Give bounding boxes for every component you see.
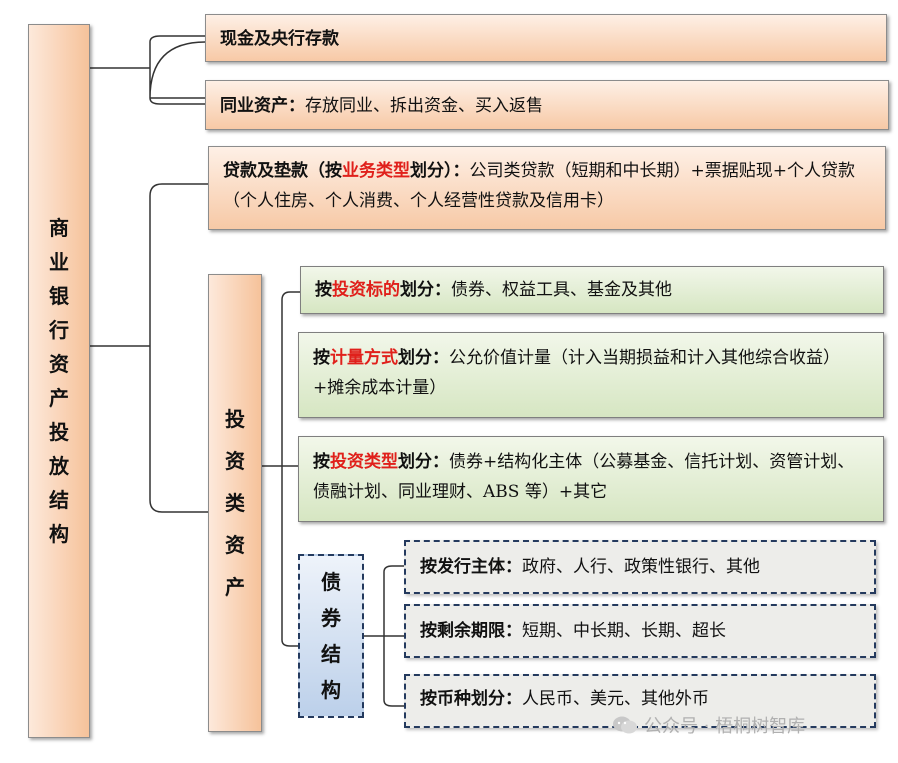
root-char: 商 <box>49 216 69 240</box>
item-post: 划分 <box>398 348 432 368</box>
invest-char: 投 <box>225 407 245 431</box>
root-char: 行 <box>49 318 69 342</box>
root-char: 资 <box>49 352 69 376</box>
node-interbank-text: 存放同业、拆出资金、买入返售 <box>305 96 543 116</box>
item-pre: 按 <box>315 280 332 300</box>
node-bond: 债 券 结 构 <box>298 554 364 718</box>
colon: ： <box>505 621 522 641</box>
item-pre: 按发行主体 <box>420 557 505 577</box>
bond-char: 结 <box>321 642 341 666</box>
invest-char: 产 <box>225 575 245 599</box>
invest-char: 资 <box>225 533 245 557</box>
node-cash-label: 现金及央行存款 <box>220 29 339 49</box>
node-invest: 投 资 类 资 产 <box>208 274 262 732</box>
node-invest-measure: 按计量方式划分：公允价值计量（计入当期损益和计入其他综合收益）+摊余成本计量） <box>298 332 884 418</box>
connector-bond <box>364 565 404 707</box>
colon: ： <box>505 689 522 709</box>
root-char: 银 <box>49 284 69 308</box>
item-pre: 按剩余期限 <box>420 621 505 641</box>
root-char: 业 <box>49 250 69 274</box>
bond-char: 债 <box>321 570 341 594</box>
item-highlight: 投资标的 <box>332 280 400 300</box>
item-pre: 按 <box>313 348 330 368</box>
node-bond-issuer: 按发行主体：政府、人行、政策性银行、其他 <box>404 540 876 594</box>
colon: ： <box>505 557 522 577</box>
root-char: 结 <box>49 488 69 512</box>
node-loans-highlight: 业务类型 <box>342 161 410 181</box>
node-loans-text: 公司类贷款（短期和中长期）+票据贴现+个人贷款（个人住房、个人消费、个人经营性贷… <box>223 161 855 211</box>
root-char: 产 <box>49 386 69 410</box>
node-invest-type: 按投资类型划分：债券+结构化主体（公募基金、信托计划、资管计划、债融计划、同业理… <box>298 436 884 522</box>
item-post: 划分 <box>398 452 432 472</box>
item-pre: 按 <box>313 452 330 472</box>
connector-root-lower <box>90 183 208 513</box>
node-bond-currency: 按币种划分：人民币、美元、其他外币 <box>404 674 876 728</box>
item-text: 人民币、美元、其他外币 <box>522 689 709 709</box>
node-bond-maturity: 按剩余期限：短期、中长期、长期、超长 <box>404 604 876 658</box>
bond-char: 券 <box>321 606 341 630</box>
colon: ： <box>434 280 451 300</box>
root-char: 投 <box>49 420 69 444</box>
root-char: 放 <box>49 454 69 478</box>
node-invest-target: 按投资标的划分：债券、权益工具、基金及其他 <box>300 266 884 314</box>
invest-char: 资 <box>225 449 245 473</box>
bond-char: 构 <box>321 678 341 702</box>
connector-root-top <box>90 41 206 99</box>
item-highlight: 计量方式 <box>330 348 398 368</box>
node-interbank-label: 同业资产 <box>220 96 288 116</box>
node-loans: 贷款及垫款（按业务类型划分）：公司类贷款（短期和中长期）+票据贴现+个人贷款（个… <box>208 146 886 230</box>
item-text: 短期、中长期、长期、超长 <box>522 621 726 641</box>
root-char: 构 <box>49 522 69 546</box>
node-loans-post: 划分） <box>410 161 453 181</box>
item-text: 债券+结构化主体（公募基金、信托计划、资管计划、债融计划、同业理财、ABS 等）… <box>313 452 855 502</box>
connector-invest <box>262 291 300 647</box>
node-interbank: 同业资产：存放同业、拆出资金、买入返售 <box>205 80 889 130</box>
root-node: 商 业 银 行 资 产 投 放 结 构 <box>28 24 90 738</box>
colon: ： <box>452 161 470 181</box>
node-cash: 现金及央行存款 <box>205 14 887 62</box>
node-loans-pre: 贷款及垫款（按 <box>223 161 342 181</box>
item-pre: 按币种划分 <box>420 689 505 709</box>
invest-char: 类 <box>225 491 245 515</box>
colon: ： <box>288 96 305 116</box>
watermark: 公众号 · 梧桐树智库 <box>612 712 805 738</box>
wechat-icon <box>613 716 637 734</box>
watermark-text: 公众号 · 梧桐树智库 <box>644 716 806 737</box>
colon: ： <box>432 348 449 368</box>
item-text: 债券、权益工具、基金及其他 <box>451 280 672 300</box>
item-highlight: 投资类型 <box>330 452 398 472</box>
item-text: 公允价值计量（计入当期损益和计入其他综合收益）+摊余成本计量） <box>313 348 840 398</box>
item-post: 划分 <box>400 280 434 300</box>
item-text: 政府、人行、政策性银行、其他 <box>522 557 760 577</box>
colon: ： <box>432 452 449 472</box>
